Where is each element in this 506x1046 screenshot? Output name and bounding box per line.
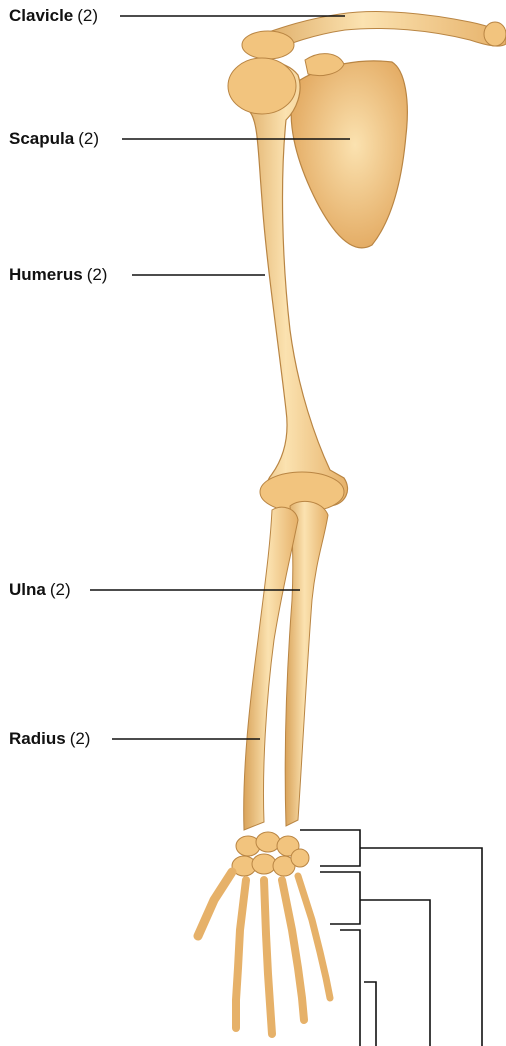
ulna-label: Ulna(2) — [9, 580, 71, 600]
clavicle-end — [484, 22, 506, 46]
hand-bracket-inner — [364, 982, 376, 1046]
hand-bones — [198, 872, 330, 1034]
scapula-name: Scapula — [9, 129, 74, 148]
humerus-name: Humerus — [9, 265, 83, 284]
clavicle-count: (2) — [77, 6, 98, 25]
acromion — [242, 31, 294, 59]
humeral-head — [228, 58, 296, 114]
radius-label: Radius(2) — [9, 729, 90, 749]
hand-bracket-outer-1 — [360, 848, 482, 1046]
phalanges-bracket — [340, 930, 360, 1046]
humerus-count: (2) — [87, 265, 108, 284]
ulna-name: Ulna — [9, 580, 46, 599]
radius-count: (2) — [70, 729, 91, 748]
ulna-count: (2) — [50, 580, 71, 599]
humerus-label: Humerus(2) — [9, 265, 107, 285]
clavicle-name: Clavicle — [9, 6, 73, 25]
scapula-bone — [291, 61, 407, 248]
scapula-count: (2) — [78, 129, 99, 148]
scapula-label: Scapula(2) — [9, 129, 99, 149]
radius-name: Radius — [9, 729, 66, 748]
carpal-bones — [232, 832, 309, 876]
clavicle-label: Clavicle(2) — [9, 6, 98, 26]
metacarpals-bracket — [320, 872, 360, 924]
hand-bracket-outer-2 — [360, 900, 430, 1046]
